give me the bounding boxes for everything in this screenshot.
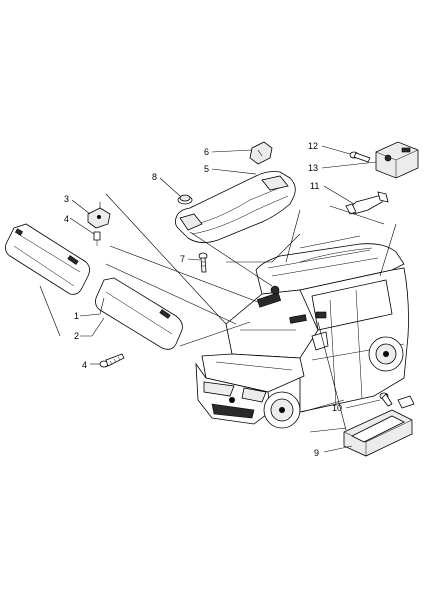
- callout-7: 7: [180, 254, 185, 264]
- clip-10: [397, 395, 415, 409]
- callout-3: 3: [64, 194, 69, 204]
- callout-13: 13: [308, 163, 318, 173]
- sun-visor-left: [5, 223, 90, 295]
- callout-5: 5: [204, 164, 209, 174]
- screw-7: [198, 252, 208, 273]
- callout-4-upper: 4: [64, 214, 69, 224]
- overhead-grab-handle: [174, 171, 296, 243]
- callout-labels: 1 2 3 4 4 5 6 7 8 9 10 11 12 13: [64, 141, 342, 458]
- screw-upper: [93, 231, 101, 246]
- callout-12: 12: [308, 141, 318, 151]
- callout-4-lower: 4: [82, 360, 87, 370]
- callout-10: 10: [332, 403, 342, 413]
- callout-9: 9: [314, 448, 319, 458]
- leader-lines: [39, 145, 397, 453]
- screw-lower: [99, 353, 125, 368]
- dome-light: [375, 141, 419, 179]
- courtesy-light: [343, 409, 413, 457]
- grommet: [177, 194, 193, 205]
- screw-12: [349, 151, 371, 163]
- callout-2: 2: [74, 331, 79, 341]
- callout-1: 1: [74, 311, 79, 321]
- grab-handle-11: [345, 191, 389, 215]
- callout-11: 11: [310, 181, 319, 191]
- handle-clip: [249, 141, 273, 165]
- callout-8: 8: [152, 172, 157, 182]
- visor-hinge-bracket: [87, 202, 111, 229]
- screw-10: [379, 392, 393, 407]
- van-illustration: [195, 243, 409, 429]
- callout-6: 6: [204, 147, 209, 157]
- sun-visor-right: [95, 277, 183, 350]
